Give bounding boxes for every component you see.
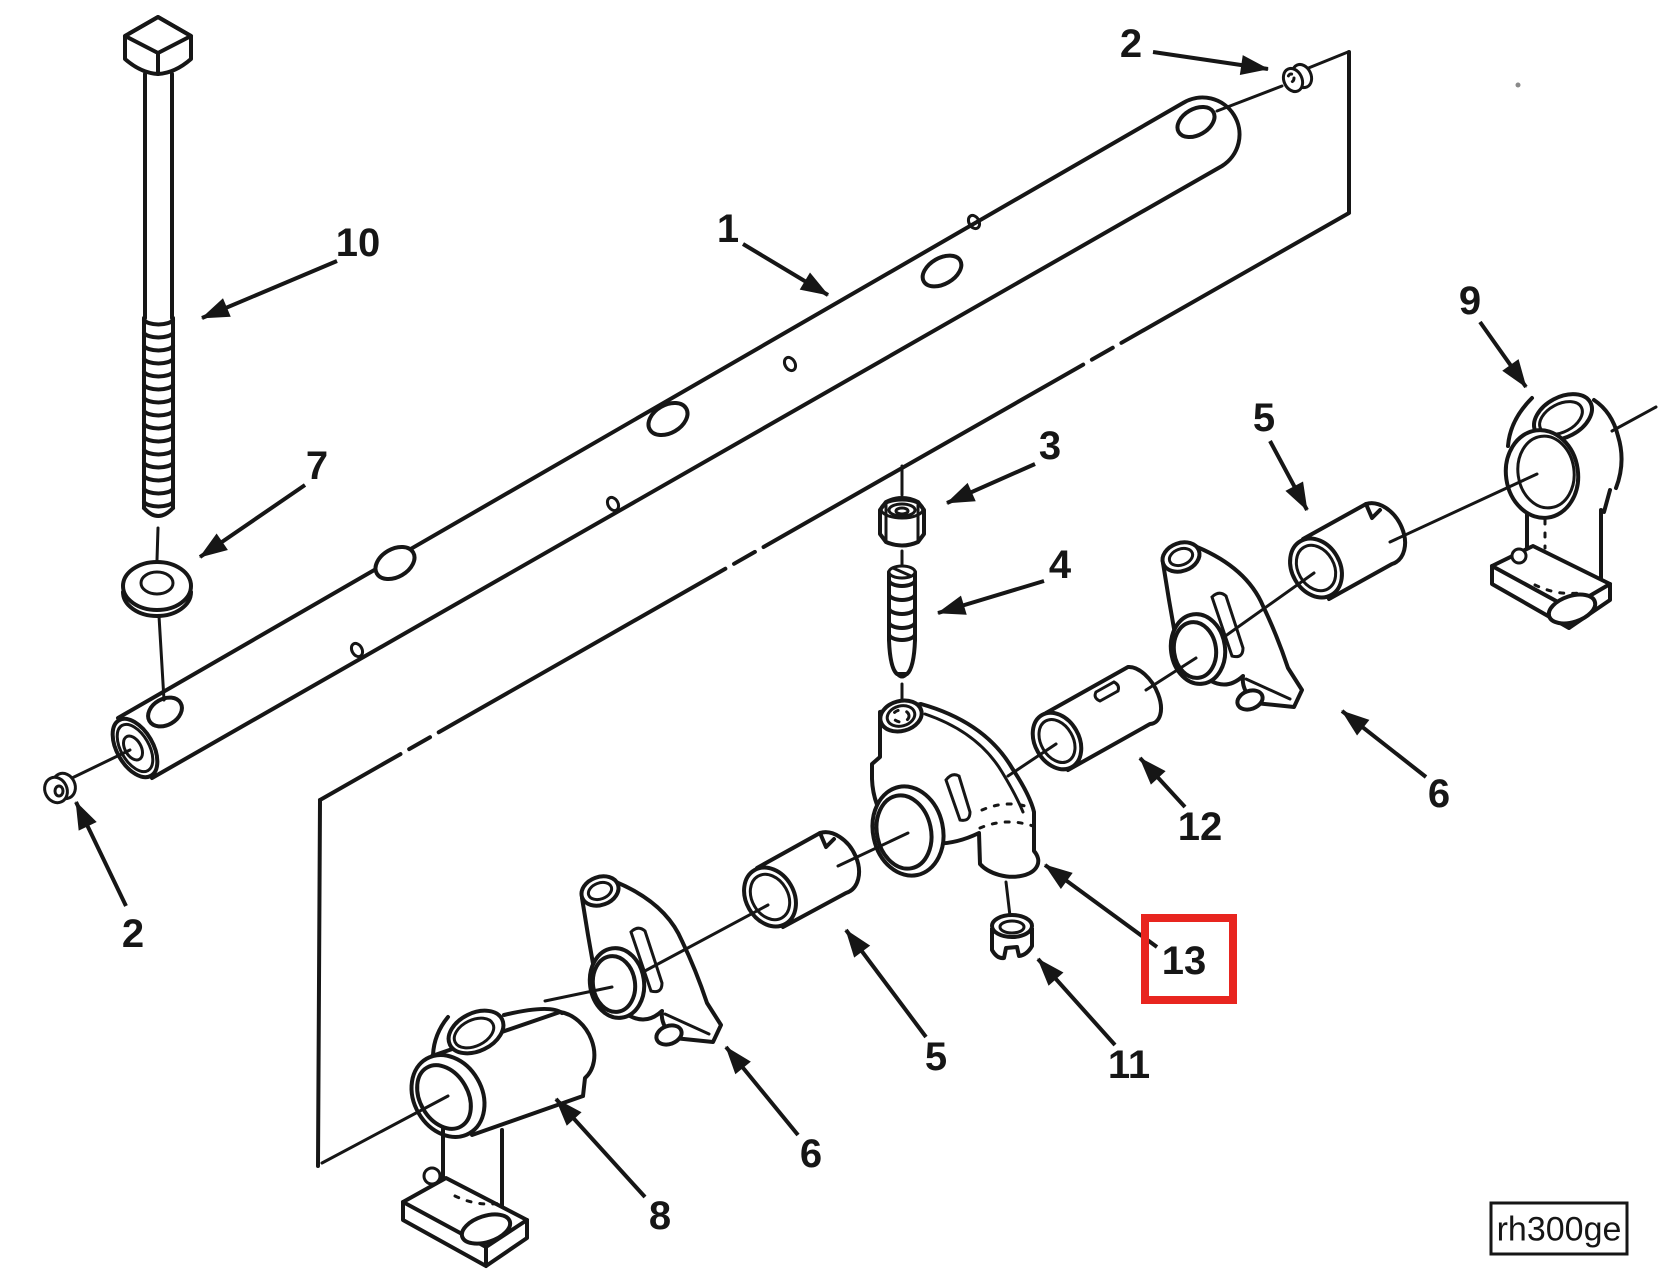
- rocker-arm-lower: [579, 874, 723, 1047]
- callout-4-arrow: [937, 579, 1045, 615]
- figure-id-box: rh300ge: [1489, 1201, 1629, 1256]
- callout-13-number: 13: [1162, 939, 1207, 983]
- callout-6-arrow: [1340, 709, 1428, 779]
- rocker-arm-upper: [1160, 540, 1304, 712]
- figure-id-label: rh300ge: [1497, 1211, 1622, 1249]
- callout-9: 9: [1459, 279, 1528, 389]
- callout-6-number: 6: [800, 1132, 822, 1176]
- callout-12: 12: [1138, 756, 1223, 849]
- callout-2-number: 2: [1120, 22, 1142, 66]
- bushing-upper: [1288, 501, 1408, 601]
- callout-13-arrow: [1043, 863, 1159, 949]
- callout-2-arrow: [1152, 50, 1269, 75]
- pedestal-bracket-8: [400, 1000, 600, 1268]
- callout-11: 11: [1036, 957, 1150, 1087]
- callout-4: 4: [937, 543, 1072, 615]
- figure-id-rect: [1489, 1201, 1629, 1256]
- callout-5: 5: [1253, 396, 1309, 511]
- retainer-socket: [990, 913, 1034, 961]
- spacer: [1030, 664, 1163, 772]
- callout-11-arrow: [1036, 957, 1117, 1047]
- callout-2-arrow: [74, 801, 128, 907]
- plug-upper: [1215, 50, 1350, 113]
- callout-5-number: 5: [1253, 396, 1275, 440]
- callout-11-number: 11: [1108, 1043, 1150, 1087]
- callout-13-highlighted: 13: [1043, 863, 1207, 983]
- assembly-centerline: [320, 405, 1658, 1165]
- print-speck: [1515, 82, 1521, 88]
- rocker-shaft: [110, 95, 1242, 780]
- callout-10-number: 10: [336, 221, 381, 265]
- callout-12-arrow: [1138, 756, 1187, 809]
- callout-3-arrow: [946, 462, 1036, 505]
- callout-5-arrow: [1268, 440, 1309, 511]
- callout-5-number: 5: [925, 1035, 947, 1079]
- callout-3-number: 3: [1039, 424, 1061, 468]
- callout-9-arrow: [1478, 320, 1528, 389]
- callout-6-arrow: [724, 1045, 800, 1137]
- rocker-arm-13: [870, 698, 1041, 918]
- callout-6: 6: [1340, 709, 1450, 816]
- callout-5-arrow: [844, 928, 928, 1039]
- callout-2-number: 2: [122, 912, 144, 956]
- callout-5: 5: [844, 928, 947, 1079]
- callout-10-arrow: [201, 259, 338, 320]
- callout-2: 2: [74, 801, 144, 956]
- callout-6: 6: [724, 1045, 822, 1176]
- callout-12-number: 12: [1178, 805, 1223, 849]
- callout-7-number: 7: [306, 444, 328, 488]
- background-plane: [316, 50, 1351, 1168]
- plug-lower: [43, 748, 132, 805]
- callout-1-number: 1: [717, 207, 739, 251]
- hex-bolt: [123, 15, 193, 562]
- bushing-lower: [742, 830, 862, 929]
- diagram-artwork: [43, 15, 1658, 1268]
- highlight-box: [1141, 914, 1237, 1004]
- callout-7: 7: [198, 444, 328, 559]
- callout-3: 3: [946, 424, 1061, 505]
- callout-6-number: 6: [1428, 772, 1450, 816]
- callout-10: 10: [201, 221, 381, 320]
- callout-8-number: 8: [649, 1194, 671, 1238]
- callout-8: 8: [554, 1097, 671, 1238]
- callout-4-number: 4: [1049, 543, 1072, 587]
- pedestal-bracket-9: [1490, 388, 1626, 630]
- callout-1: 1: [717, 207, 830, 297]
- hex-nut: [878, 464, 926, 568]
- washer: [121, 560, 193, 702]
- adjusting-screw: [887, 564, 917, 702]
- callout-1-arrow: [741, 242, 830, 297]
- callout-9-number: 9: [1459, 279, 1481, 323]
- callout-2: 2: [1120, 22, 1269, 75]
- callout-7-arrow: [198, 483, 307, 559]
- callout-8-arrow: [554, 1097, 647, 1199]
